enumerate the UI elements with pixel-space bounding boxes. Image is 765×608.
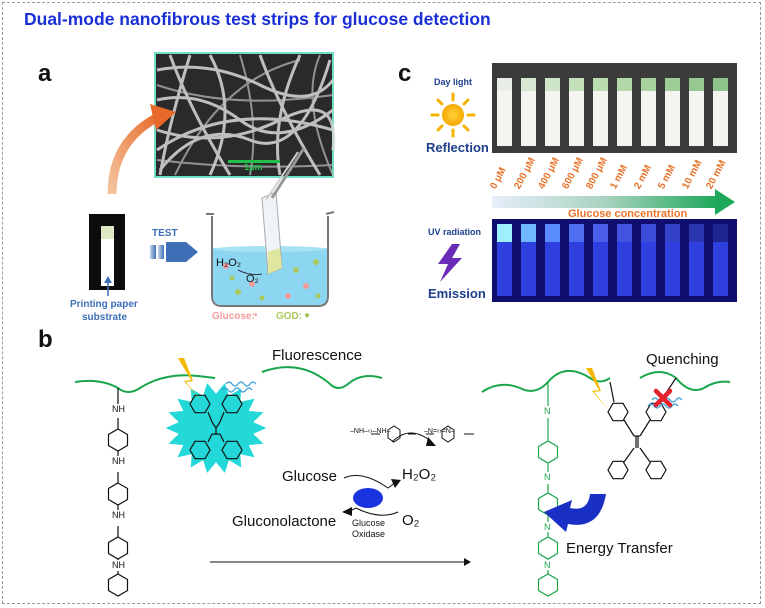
concentration-arrow [492, 189, 735, 215]
substrate-label-line2: substrate [82, 312, 128, 323]
god-legend: GOD: [276, 311, 303, 322]
test-arrow [150, 242, 198, 262]
glucose-concentration-label: Glucose concentration [568, 208, 688, 220]
excitation-lightning-right-icon [586, 368, 610, 412]
nh-label: NH [112, 510, 125, 520]
pani-reduced-unit [371, 425, 416, 443]
h2o2-label: H₂O₂ [402, 466, 437, 483]
beaker-o2-label: O₂ [246, 273, 259, 285]
nh-label: NH [112, 404, 125, 414]
panel-c-label: c [398, 60, 412, 87]
fluorescence-wave-icon [221, 381, 257, 393]
pani-oxidized-unit [426, 425, 474, 443]
enzyme-label-line1: Glucose [352, 518, 386, 528]
n-label: N [544, 560, 551, 570]
reflection-label: Reflection [426, 140, 489, 155]
god-legend-dot: ● [304, 310, 311, 321]
sem-scalebar-label: 1μm [244, 162, 263, 172]
glucose-legend-dot: • [254, 310, 258, 321]
pani-oxidized-label: –N=‹›=N– [424, 428, 455, 435]
tpe-fluorophore [165, 383, 267, 473]
nh-label: NH [112, 456, 125, 466]
gluconolactone-label: Gluconolactone [232, 513, 337, 530]
quench-x-icon [653, 388, 673, 408]
uv-photo [492, 219, 737, 302]
pani-reduced-label: –NH–‹›–NH– [350, 428, 391, 435]
n-label: N [544, 522, 551, 532]
substrate-label-line1: Printing paper [70, 299, 138, 310]
fluorescence-label: Fluorescence [272, 347, 363, 364]
daylight-strip [569, 78, 584, 146]
n-label: N [544, 406, 551, 416]
daylight-strip [713, 78, 728, 146]
quenching-wave-icon [647, 397, 683, 409]
nh-label: NH [112, 560, 125, 570]
n-label: N [544, 472, 551, 482]
panel-b-label: b [38, 326, 53, 353]
sun-icon [430, 92, 476, 138]
uv-lightning-icon [438, 244, 462, 282]
polymer-backbone-right [481, 370, 731, 393]
figure-title: Dual-mode nanofibrous test strips for gl… [24, 9, 491, 29]
o2-label: O₂ [402, 512, 420, 529]
daylight-strip [641, 78, 656, 146]
glucose-legend: Glucose: [212, 311, 255, 322]
enzyme-label-line2: Oxidase [352, 529, 386, 539]
polymer-backbone-left [74, 366, 383, 393]
beaker [206, 147, 335, 307]
energy-transfer-label: Energy Transfer [566, 540, 673, 557]
glucose-label: Glucose [282, 468, 338, 485]
pani-chain-reduced [107, 388, 129, 597]
daylight-strip [545, 78, 560, 146]
uv-radiation-label: UV radiation [428, 227, 482, 237]
daylight-strip [521, 78, 536, 146]
panel-a-label: a [38, 60, 52, 87]
beaker-h2o2-label: H₂O₂ [216, 257, 242, 269]
daylight-strip [497, 78, 512, 146]
day-light-label: Day light [434, 77, 473, 87]
enzyme-ellipse [353, 488, 383, 508]
daylight-photo [492, 63, 737, 153]
daylight-strip [617, 78, 632, 146]
curved-arrow [107, 111, 163, 195]
test-label: TEST [152, 228, 178, 239]
daylight-strip [665, 78, 680, 146]
energy-transfer-arrow [544, 494, 606, 532]
quenching-label: Quenching [646, 351, 719, 368]
emission-label: Emission [428, 286, 486, 301]
daylight-strip [689, 78, 704, 146]
paper-strip [89, 214, 125, 296]
sem-image [154, 52, 336, 178]
daylight-strip [593, 78, 608, 146]
